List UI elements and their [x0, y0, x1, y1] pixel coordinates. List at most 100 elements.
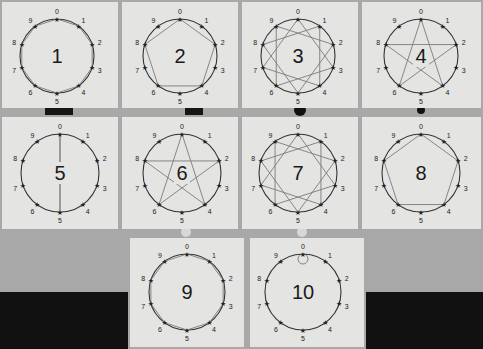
paper-sheet: ★★★★★★★★★★9 — [130, 238, 244, 347]
circle-digit: 9 — [270, 16, 274, 23]
star-marker: ★ — [396, 23, 402, 31]
circle-digit: 2 — [221, 39, 225, 46]
star-marker: ★ — [76, 23, 82, 31]
star-marker: ★ — [206, 258, 212, 266]
circle-digit: 9 — [274, 251, 278, 258]
circle-digit: 1 — [208, 131, 212, 138]
star-marker: ★ — [330, 41, 336, 49]
star-marker: ★ — [273, 23, 279, 31]
circle-digit: 9 — [158, 251, 162, 258]
paper-sheet: ★★★★★★★★★★5 — [2, 117, 118, 229]
circle-digit: 6 — [152, 208, 156, 215]
chord-pattern — [386, 19, 456, 86]
star-marker: ★ — [258, 157, 264, 165]
panel-number: 2 — [172, 45, 187, 67]
circle-digit: 9 — [391, 131, 395, 138]
circle-digit: 3 — [98, 66, 102, 73]
star-marker: ★ — [383, 41, 389, 49]
star-marker: ★ — [57, 209, 63, 217]
circle-digit: 5 — [58, 217, 62, 224]
circle-digit: 0 — [180, 123, 184, 130]
circle-outline — [149, 254, 225, 330]
star-marker: ★ — [94, 157, 100, 165]
panel-number: 1 — [49, 45, 64, 67]
circle-digit: 6 — [30, 208, 34, 215]
star-marker: ★ — [258, 182, 264, 190]
circle-digit: 2 — [462, 39, 466, 46]
chord-pattern — [384, 134, 458, 205]
star-marker: ★ — [76, 82, 82, 90]
circle-digit: 4 — [445, 89, 449, 96]
star-marker: ★ — [184, 251, 190, 259]
star-marker: ★ — [162, 319, 168, 327]
circle-digit: 0 — [296, 123, 300, 130]
star-marker: ★ — [336, 277, 342, 285]
circle-digit: 5 — [185, 335, 189, 342]
star-marker: ★ — [396, 82, 402, 90]
chord-pattern — [145, 134, 219, 205]
circle-digit: 9 — [152, 16, 156, 23]
circle-digit: 0 — [178, 8, 182, 15]
circle-digit: 7 — [251, 184, 255, 191]
paper-sheet: ★★★★★★★★★★3 — [242, 2, 358, 108]
star-marker: ★ — [212, 64, 218, 72]
circle-digit: 4 — [447, 208, 451, 215]
circle-digit: 1 — [322, 16, 326, 23]
star-marker: ★ — [264, 300, 270, 308]
paper-sheet: ★★★★★★★★★★6 — [122, 117, 238, 229]
circle-digit: 9 — [393, 16, 397, 23]
star-marker: ★ — [322, 258, 328, 266]
star-marker: ★ — [184, 327, 190, 335]
circle-digit: 8 — [12, 39, 16, 46]
panel-number: 10 — [290, 281, 316, 303]
circle-digit: 5 — [296, 217, 300, 224]
star-marker: ★ — [455, 182, 461, 190]
panel-number: 7 — [290, 162, 305, 184]
star-marker: ★ — [148, 300, 154, 308]
star-marker: ★ — [34, 138, 40, 146]
circle-digit: 3 — [229, 303, 233, 310]
star-marker: ★ — [199, 23, 205, 31]
circle-digit: 1 — [81, 16, 85, 23]
circle-digit: 5 — [180, 217, 184, 224]
star-marker: ★ — [278, 258, 284, 266]
star-marker: ★ — [295, 209, 301, 217]
circle-digit: 2 — [98, 39, 102, 46]
star-marker: ★ — [202, 138, 208, 146]
star-marker: ★ — [295, 90, 301, 98]
circle-digit: 6 — [270, 89, 274, 96]
circle-digit: 0 — [301, 243, 305, 250]
circle-outline — [20, 19, 94, 93]
star-marker: ★ — [318, 138, 324, 146]
star-marker: ★ — [317, 82, 323, 90]
circle-digit: 8 — [253, 39, 257, 46]
star-marker: ★ — [440, 23, 446, 31]
star-marker: ★ — [32, 82, 38, 90]
circle-digit: 2 — [341, 155, 345, 162]
star-marker: ★ — [94, 182, 100, 190]
circle-digit: 8 — [135, 155, 139, 162]
circle-outline — [384, 19, 458, 93]
circle-outline — [382, 134, 460, 212]
star-marker: ★ — [179, 209, 185, 217]
circle-digit: 9 — [29, 16, 33, 23]
star-marker: ★ — [418, 209, 424, 217]
star-marker: ★ — [336, 300, 342, 308]
circle-digit: 0 — [419, 8, 423, 15]
circle-digit: 1 — [212, 251, 216, 258]
star-marker: ★ — [216, 182, 222, 190]
circle-digit: 3 — [341, 184, 345, 191]
circle-digit: 6 — [274, 326, 278, 333]
circle-digit: 3 — [103, 184, 107, 191]
circle-digit: 2 — [103, 155, 107, 162]
paper-sheet: ★★★★★★★★★★1 — [2, 2, 118, 108]
circle-digit: 1 — [328, 251, 332, 258]
circle-digit: 8 — [141, 274, 145, 281]
panel-number: 5 — [52, 162, 67, 184]
circle-digit: 3 — [339, 66, 343, 73]
star-marker: ★ — [300, 327, 306, 335]
star-marker: ★ — [202, 201, 208, 209]
circle-digit: 1 — [86, 131, 90, 138]
star-marker: ★ — [272, 201, 278, 209]
star-marker: ★ — [80, 201, 86, 209]
